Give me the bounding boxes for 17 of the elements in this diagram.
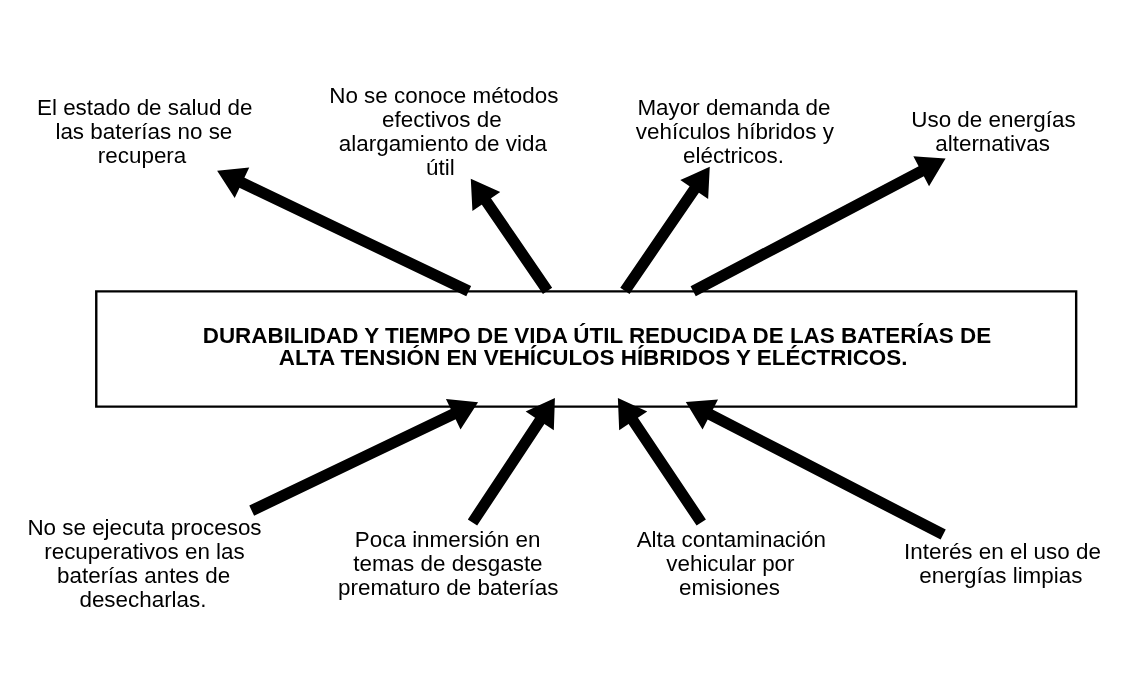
node-text: Uso de energías alternativas [911,106,1076,156]
arrow [685,399,946,540]
node-text: Interés en el uso de energías limpias [904,539,1101,589]
node-text: Mayor demanda de vehículos híbridos y eléctricos. [635,94,834,168]
arrow [470,178,553,295]
arrow [249,399,479,516]
arrow [690,156,946,297]
node-text: El estado de salud de las baterías no se recupera [37,94,253,168]
arrow [467,397,555,526]
node-text: No se ejecuta procesos recuperativos en las baterías antes de desecharlas. [27,515,262,613]
node-box: DURABILIDAD Y TIEMPO DE VIDA ÚTIL REDUCIDA DE LAS BATERÍAS DE ALTA TENSIÓN EN VEHÍCULOS HÍBRIDOS Y ELÉCTRICOS. [95,290,1078,408]
node-text: Alta contaminación vehicular por emisiones [636,527,826,601]
node-text: Poca inmersión en temas de desgaste prematuro de baterías [338,527,559,601]
arrow [617,397,706,526]
arrow [217,167,472,297]
arrow [620,166,710,295]
node-text: No se conoce métodos efectivos de alargamiento de vida útil [329,82,559,180]
